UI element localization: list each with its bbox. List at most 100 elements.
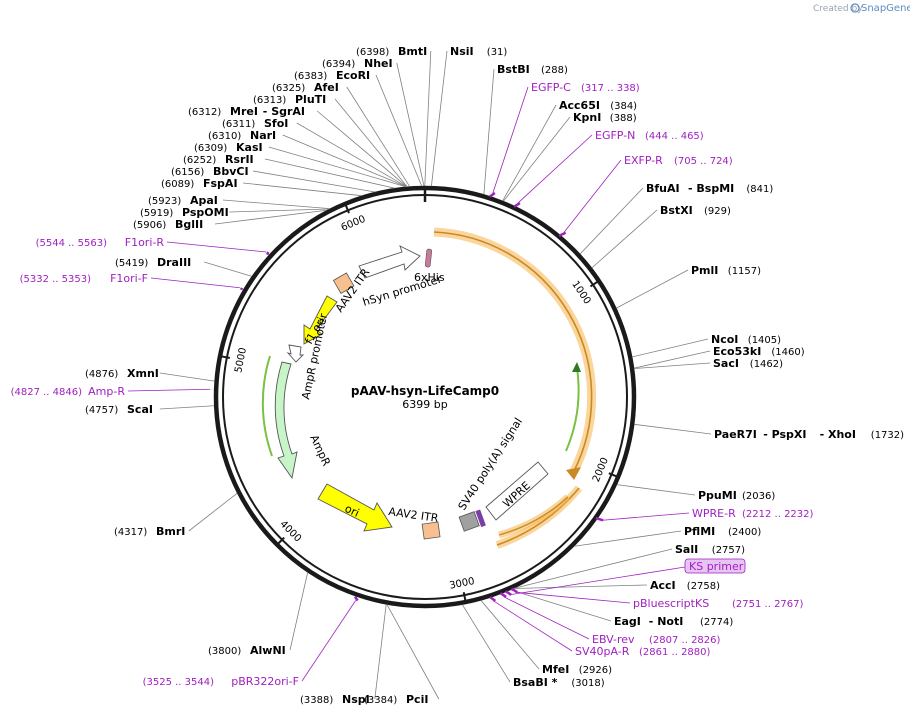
ks-primer-box	[684, 558, 746, 574]
primer-leader	[515, 591, 631, 604]
enzyme-leader	[159, 372, 215, 382]
his-tag-shape	[424, 248, 433, 268]
enzyme-leader	[268, 146, 407, 188]
enzyme-position: (1462)	[750, 359, 783, 370]
credit-brand: SnapGene	[861, 3, 910, 14]
sv40-polya-shape	[458, 511, 480, 532]
enzyme-label-bmri: BmrI	[156, 525, 185, 538]
enzyme-label-eagi: EagI	[614, 615, 641, 628]
primer-position: (2861 .. 2880)	[639, 647, 711, 658]
enzyme-label-mrei: MreI	[230, 105, 258, 118]
enzyme-label-afei: AfeI	[314, 81, 339, 94]
enzyme-position: (1460)	[771, 347, 804, 358]
enzyme-leader	[252, 170, 376, 193]
primer-mark	[240, 287, 244, 291]
enzyme-leader	[346, 86, 411, 187]
primer-label-egfp-n: EGFP-N	[595, 129, 635, 142]
enzyme-leader	[616, 484, 696, 496]
enzyme-leader	[289, 572, 309, 651]
enzyme-leader	[334, 98, 408, 188]
primer-position: (705 .. 724)	[674, 156, 733, 167]
ampr-green-arc	[261, 355, 273, 457]
enzyme-position: (2400)	[728, 527, 761, 538]
primer-mark	[558, 231, 567, 237]
enzyme-label-nhei: NheI	[364, 57, 393, 70]
enzyme-position: (2926)	[579, 665, 612, 676]
enzyme-position: (1732)	[871, 430, 904, 441]
enzyme-leader	[633, 350, 711, 369]
enzyme-leader	[424, 50, 432, 187]
enzyme-position: (6394)	[322, 59, 355, 70]
primer-leader	[301, 600, 356, 682]
enzyme-label-draiii: DraIII	[157, 256, 191, 269]
credit-text: Created by	[813, 4, 863, 14]
green-arc-arrow	[572, 362, 581, 372]
enzyme-position: (31)	[487, 47, 508, 58]
enzyme-label-kpni: KpnI	[573, 111, 601, 124]
primer-label-ks-primer: KS primer	[689, 560, 744, 573]
primer-label-pbr322ori-f: pBR322ori-F	[231, 675, 299, 688]
tick-label: 1000	[569, 279, 592, 306]
ampr-shape	[274, 361, 298, 480]
tick-label: 6000	[340, 214, 368, 234]
enzyme-position: (929)	[704, 206, 731, 217]
primer-label-wpre-r: WPRE-R	[692, 507, 736, 520]
enzyme-position: (6312)	[188, 107, 221, 118]
enzyme-position: (388)	[610, 113, 637, 124]
primer-label-pbluescriptks: pBluescriptKS	[633, 597, 709, 610]
primer-leader	[166, 241, 267, 253]
enzyme-label-ecori: EcoRI	[336, 69, 370, 82]
primer-leader	[563, 159, 622, 233]
enzyme-leader	[591, 209, 658, 269]
primer-position: (3525 .. 3544)	[143, 677, 215, 688]
enzyme-label-noti: - NotI	[649, 615, 684, 628]
enzyme-leader	[222, 199, 330, 210]
enzyme-position: (6398)	[356, 47, 389, 58]
feature-label-6xhis: 6xHis	[414, 271, 445, 284]
enzyme-label-bfuai: BfuAI	[646, 182, 680, 195]
enzyme-label-sgrai: - SgrAI	[263, 105, 305, 118]
primer-label-egfp-c: EGFP-C	[531, 81, 571, 94]
enzyme-position: (2036)	[742, 491, 775, 502]
primer-label-amp-r: Amp-R	[88, 385, 125, 398]
enzyme-label-bsabi: BsaBI *	[513, 676, 558, 689]
primer-position: (444 .. 465)	[645, 131, 704, 142]
primer-mark	[489, 596, 497, 602]
primer-position: (2751 .. 2767)	[732, 599, 804, 610]
enzyme-position: (6325)	[272, 83, 305, 94]
enzyme-label-nspi: NspI	[342, 693, 370, 706]
enzyme-label-mfei: MfeI	[542, 663, 569, 676]
enzyme-position: (6313)	[253, 95, 286, 106]
enzyme-label-apai: ApaI	[190, 194, 218, 207]
enzyme-leader	[282, 134, 407, 188]
enzyme-leader	[503, 116, 571, 202]
snapgene-logo-icon	[850, 3, 860, 13]
enzyme-label-pspxi: - PspXI	[763, 428, 806, 441]
primer-mark	[513, 202, 521, 208]
f1-ori-shape	[303, 295, 338, 345]
enzyme-leader	[375, 74, 423, 187]
primer-mark	[488, 191, 496, 198]
feature-label-aav2-itr-bottom: AAV2 ITR	[388, 505, 440, 525]
tick-mark	[589, 278, 602, 288]
primer-mark	[504, 590, 512, 596]
enzyme-position: (6383)	[294, 71, 327, 82]
enzyme-position: (4317)	[114, 527, 147, 538]
enzyme-position: (2757)	[712, 545, 745, 556]
enzyme-label-pflmi: PflMI	[684, 525, 715, 538]
enzyme-leader	[579, 187, 644, 255]
enzyme-leader	[159, 405, 215, 410]
enzyme-label-nari: NarI	[250, 129, 276, 142]
enzyme-label-eco53ki: Eco53kI	[713, 345, 761, 358]
feature-label-hsyn: hSyn promoter	[361, 272, 444, 309]
wpre-arc-2	[498, 496, 569, 536]
primer-leader	[492, 86, 529, 194]
wpre-shape	[485, 461, 549, 521]
green-arc	[565, 367, 580, 452]
enzyme-leader	[204, 261, 252, 277]
enzyme-label-scai: ScaI	[127, 403, 153, 416]
enzyme-label-bmti: BmtI	[398, 45, 427, 58]
enzyme-leader	[264, 158, 395, 189]
tick-mark	[217, 354, 231, 360]
enzyme-position: (2758)	[687, 581, 720, 592]
